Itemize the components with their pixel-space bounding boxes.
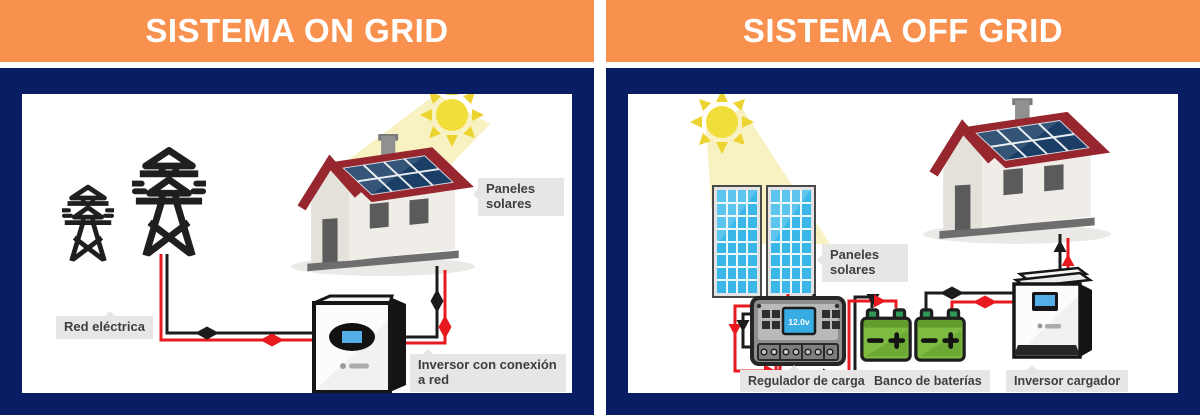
off-grid-panel: SISTEMA OFF GRID bbox=[606, 0, 1200, 415]
on-grid-board: Red eléctrica Paneles solares Inversor c… bbox=[0, 68, 594, 415]
on-grid-header: SISTEMA ON GRID bbox=[0, 0, 594, 62]
label-red-electrica: Red eléctrica bbox=[56, 311, 153, 339]
label-banco-baterias: Banco de baterías bbox=[866, 370, 990, 393]
regulator-lcd-value: 12.0v bbox=[788, 317, 810, 327]
transmission-towers-icon bbox=[62, 150, 206, 260]
on-grid-canvas: Red eléctrica Paneles solares Inversor c… bbox=[22, 94, 572, 393]
on-grid-title: SISTEMA ON GRID bbox=[145, 12, 449, 49]
house-with-solar-roof-icon bbox=[923, 98, 1111, 244]
label-inversor-red: Inversor con conexión a red bbox=[410, 349, 566, 392]
label-paneles-solares: Paneles solares bbox=[817, 244, 908, 282]
inverter-charger-icon bbox=[1012, 266, 1094, 359]
charge-regulator-icon: 12.0v bbox=[750, 296, 846, 366]
label-paneles-solares: Paneles solares bbox=[473, 178, 564, 216]
on-grid-diagram bbox=[22, 94, 490, 393]
on-grid-panel: SISTEMA ON GRID bbox=[0, 0, 594, 415]
off-grid-canvas: 12.0v bbox=[628, 94, 1178, 393]
off-grid-header: SISTEMA OFF GRID bbox=[606, 0, 1200, 62]
off-grid-board: 12.0v bbox=[606, 68, 1200, 415]
off-grid-diagram: 12.0v bbox=[690, 94, 1178, 390]
label-inversor-cargador: Inversor cargador bbox=[1006, 364, 1129, 393]
label-regulador: Regulador de carga bbox=[740, 364, 873, 393]
off-grid-title: SISTEMA OFF GRID bbox=[742, 12, 1064, 49]
grid-inverter-icon bbox=[312, 294, 406, 393]
battery-bank-icon bbox=[862, 310, 964, 360]
